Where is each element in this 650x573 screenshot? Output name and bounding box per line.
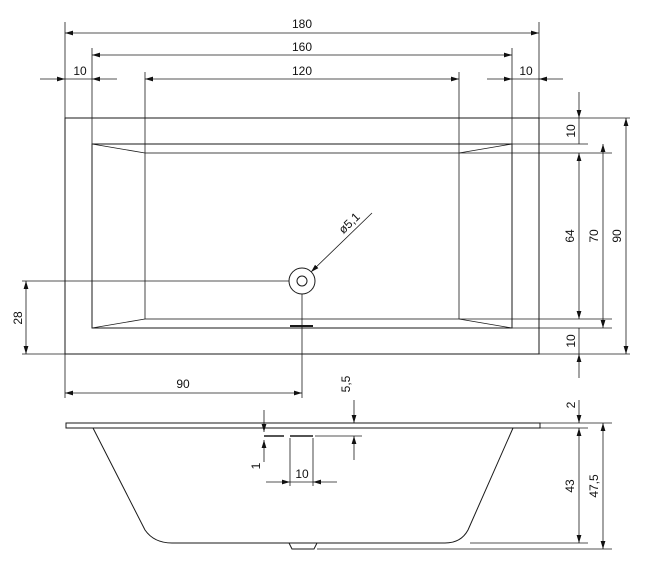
dimension-inner-width-bottom: 64 [459,152,612,320]
dimension-overflow-width: 10 [266,438,337,486]
dim-label-2: 2 [564,401,578,408]
tub-rim-side [65,422,541,429]
side-view [65,422,541,550]
tub-body-side [92,427,514,544]
dimension-drain-diameter: ø5,1 [310,210,373,273]
dim-label-10-overflow: 10 [295,467,309,481]
dim-label-43: 43 [563,479,577,493]
dim-label-rim-bottom: 10 [564,334,578,348]
dimension-rim-top: 10 [512,92,630,145]
dim-label-47-5: 47,5 [587,474,601,498]
dim-label-1: 1 [249,462,263,469]
dimension-rim-thickness: 2 [540,400,612,429]
dim-label-70: 70 [587,229,601,243]
dim-label-90-length: 90 [176,377,190,391]
drain-outlet-side [288,542,318,550]
dim-label-drain-diameter: ø5,1 [336,210,363,237]
dimension-depth: 43 [470,428,588,544]
dim-label-90-width: 90 [610,229,624,243]
dim-label-5-5: 5,5 [339,375,353,392]
dimension-overflow-offset: 5,5 [315,375,362,460]
dim-label-120: 120 [292,64,312,78]
dimension-rim-bottom: 10 [564,328,582,378]
dimension-overall-width: 90 [539,118,630,355]
dimension-rim-inner-length: 160 [91,40,513,144]
dim-label-left-rim: 10 [73,64,87,78]
dimension-overall-length: 180 [64,17,540,118]
dimension-drain-from-end: 90 [64,354,302,398]
dim-label-160: 160 [292,40,312,54]
dimension-overflow-height: 1 [249,410,267,469]
top-view [22,117,540,398]
dim-label-right-rim: 10 [519,64,533,78]
dimension-drain-from-side: 28 [11,281,65,355]
dimension-left-rim: 10 [40,64,117,82]
dimension-bottom-length: 120 [144,64,460,153]
dim-label-rim-top: 10 [564,124,578,138]
dimension-right-rim: 10 [487,64,563,82]
dim-label-64: 64 [563,229,577,243]
dim-label-180: 180 [292,17,312,31]
dimension-total-height: 47,5 [317,423,612,550]
dim-label-28: 28 [11,311,25,325]
dimension-inner-width-top: 70 [512,144,612,329]
